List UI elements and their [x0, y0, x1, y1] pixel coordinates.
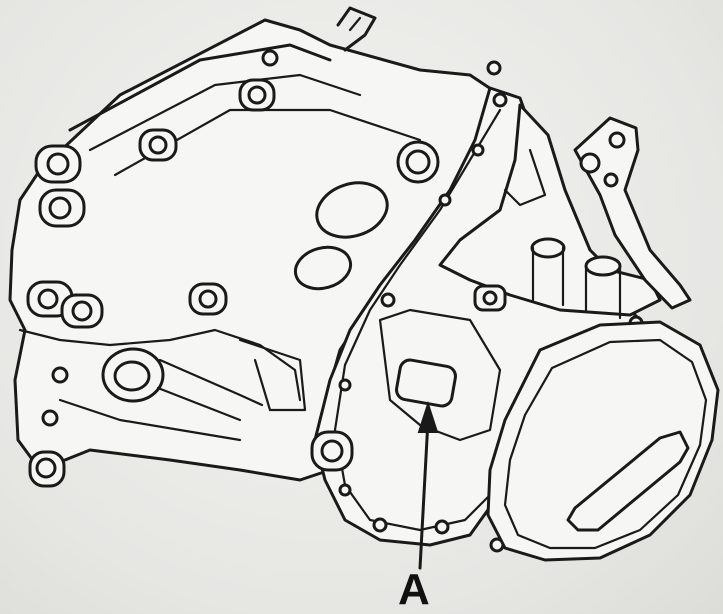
lower-left-rib [58, 398, 242, 442]
bracket-arm-hole-1 [579, 152, 601, 174]
selector-bracket [503, 148, 547, 207]
top-vent-bracket-detail [348, 16, 362, 32]
inspection-window [395, 358, 457, 408]
axle-boss-inner [113, 360, 151, 392]
flange-boss-hole [320, 439, 344, 463]
selector-shaft-2 [584, 255, 622, 277]
end-cover-slot [566, 430, 690, 532]
callout-arrowhead [417, 400, 439, 433]
top-vent-bracket [336, 6, 377, 52]
lower-left-contour [18, 328, 302, 402]
end-cover-rim [503, 338, 708, 550]
selector-shaft-walls [531, 246, 622, 320]
bracket-arm-hole-3 [603, 172, 619, 188]
callout-leader-line [418, 418, 430, 570]
housing-opening-upper [315, 181, 389, 239]
selector-shaft-1 [530, 237, 566, 259]
bracket-arm-hole-2 [608, 131, 626, 149]
flange-recess [378, 308, 502, 442]
bracket-arm [573, 116, 692, 310]
side-rib [238, 338, 307, 412]
housing-opening-lower [293, 245, 353, 291]
drain-plug-inner [405, 149, 431, 175]
mounting-bosses [26, 49, 279, 488]
callout-label-a: A [398, 565, 430, 614]
flange-small-boss-hole [482, 290, 498, 306]
top-rib [68, 43, 332, 132]
axle-boss-arm-2 [156, 386, 242, 422]
selector-housing [438, 103, 662, 317]
axle-boss-arm [158, 358, 264, 407]
